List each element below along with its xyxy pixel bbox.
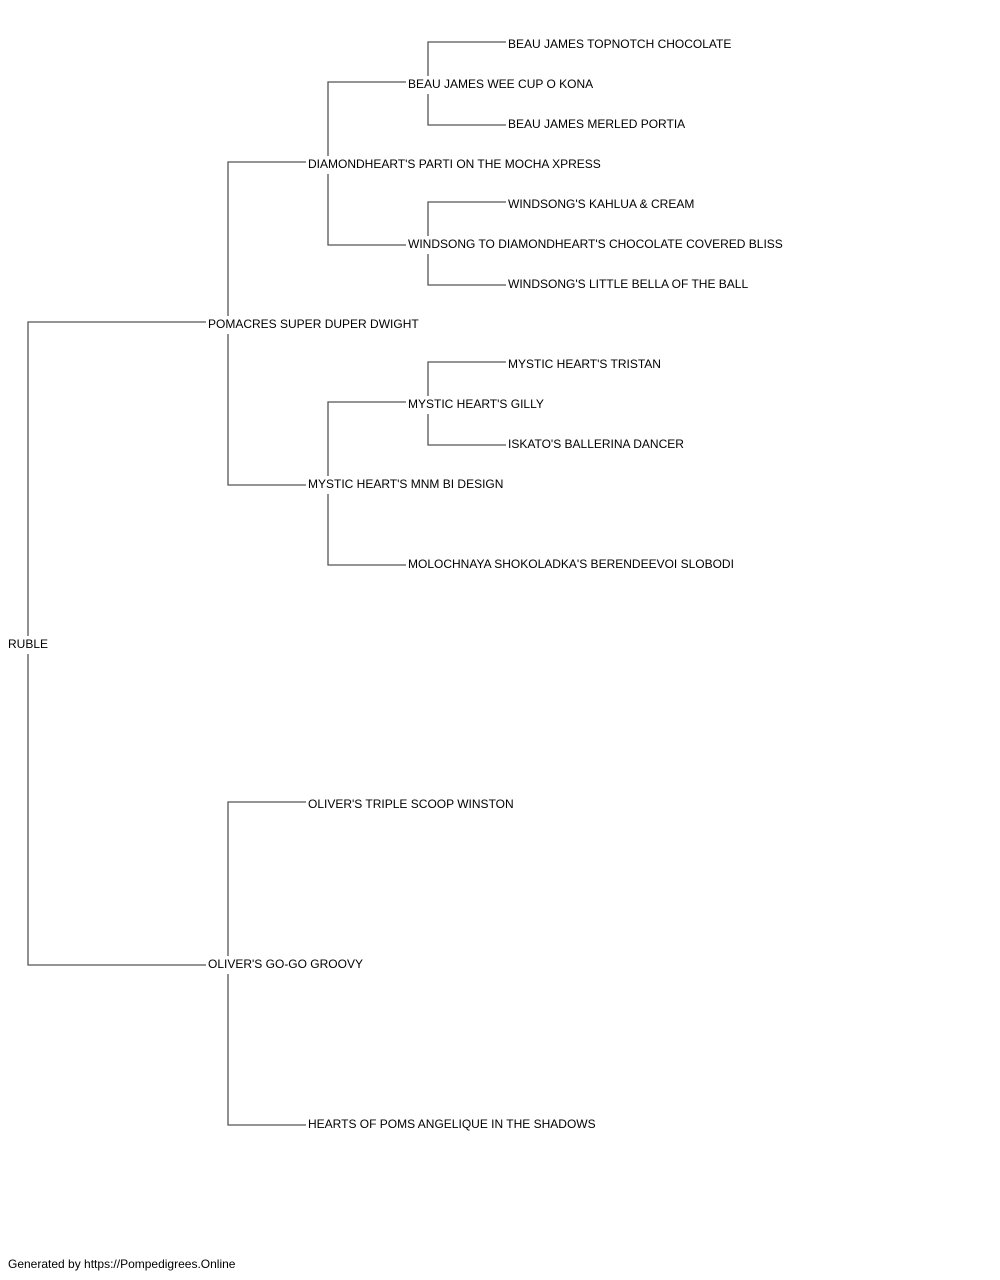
connector-sds-dam [427,414,506,446]
connector-subject-dam [27,654,206,966]
connector-sire-sire-dam [327,174,406,246]
connector-ssd-sire [427,201,506,236]
ssd-dam-name: WINDSONG'S LITTLE BELLA OF THE BALL [508,277,750,291]
connector-sire-dam [227,334,306,486]
sss-dam-name: BEAU JAMES MERLED PORTIA [508,117,687,131]
connector-sds-sire [427,361,506,396]
connector-sss-dam [427,94,506,126]
connector-ssd-dam [427,254,506,286]
sire-name: POMACRES SUPER DUPER DWIGHT [208,317,420,331]
dam-sire-name: OLIVER'S TRIPLE SCOOP WINSTON [308,797,515,811]
ssd-sire-name: WINDSONG'S KAHLUA & CREAM [508,197,696,211]
sire-dam-name: MYSTIC HEART'S MNM BI DESIGN [308,477,505,491]
connector-sire-sire-sire [327,81,406,156]
connector-sire-sire [227,161,306,316]
dam-name: OLIVER'S GO-GO GROOVY [208,957,364,971]
sire-sire-name: DIAMONDHEART'S PARTI ON THE MOCHA XPRESS [308,157,602,171]
sire-dam-dam-name: MOLOCHNAYA SHOKOLADKA'S BERENDEEVOI SLOB… [408,557,735,571]
connector-dam-sire [227,801,306,956]
footer-generated-by: Generated by https://Pompedigrees.Online [8,1257,236,1271]
sire-dam-sire-name: MYSTIC HEART'S GILLY [408,397,545,411]
connector-sss-sire [427,41,506,76]
sds-dam-name: ISKATO'S BALLERINA DANCER [508,437,685,451]
sds-sire-name: MYSTIC HEART'S TRISTAN [508,357,662,371]
connector-sire-dam-sire [327,401,406,476]
sire-sire-sire-name: BEAU JAMES WEE CUP O KONA [408,77,595,91]
sss-sire-name: BEAU JAMES TOPNOTCH CHOCOLATE [508,37,733,51]
connector-sire-dam-dam [327,494,406,566]
sire-sire-dam-name: WINDSONG TO DIAMONDHEART'S CHOCOLATE COV… [408,237,784,251]
subject-name: RUBLE [8,637,50,651]
dam-dam-name: HEARTS OF POMS ANGELIQUE IN THE SHADOWS [308,1117,597,1131]
connector-subject-sire [27,321,206,636]
connector-dam-dam [227,974,306,1126]
